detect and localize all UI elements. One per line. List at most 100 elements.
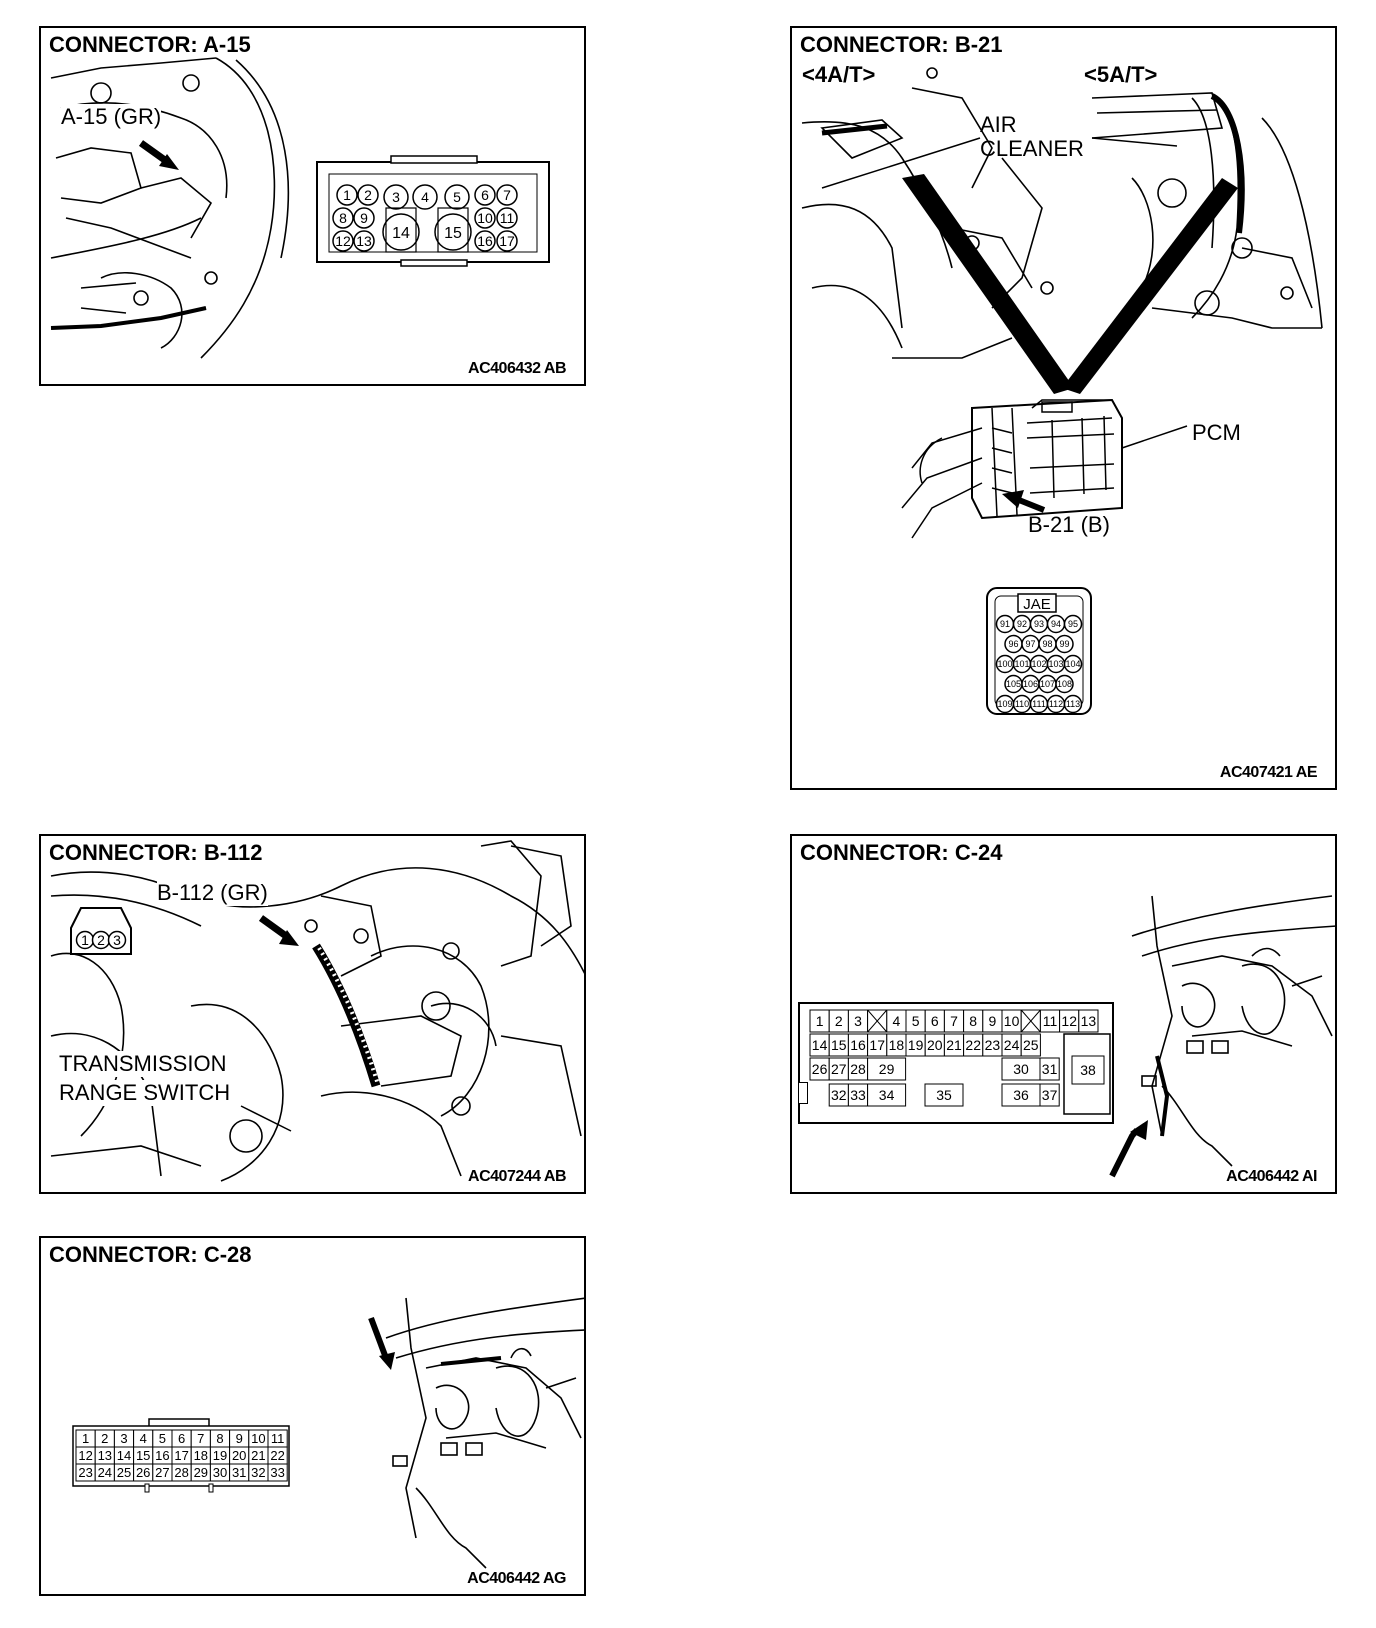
pin-number: 14 bbox=[117, 1448, 131, 1463]
connector-pin: 95 bbox=[1063, 614, 1083, 634]
connector-pin: 92 bbox=[1012, 614, 1032, 634]
connector-pin: 25 bbox=[113, 1463, 135, 1482]
pin-number: 12 bbox=[335, 233, 351, 249]
connector-pin: 13 bbox=[94, 1446, 115, 1465]
connector-pin: 11 bbox=[496, 207, 518, 229]
connector-pin: 12 bbox=[332, 230, 354, 252]
pin-number: 1 bbox=[82, 1431, 89, 1446]
pin-number: 33 bbox=[270, 1465, 284, 1480]
connector-pin: 1 bbox=[75, 930, 95, 950]
pin-number: 25 bbox=[1023, 1037, 1039, 1053]
pin-number: 108 bbox=[1057, 679, 1072, 689]
air-cleaner-label-line1: AIR bbox=[980, 112, 1017, 137]
connector-pin: 105 bbox=[1004, 674, 1023, 694]
connector-pin: 9 bbox=[353, 207, 375, 229]
pin-number: 23 bbox=[78, 1465, 92, 1480]
pin-number: 17 bbox=[499, 233, 515, 249]
connector-pin: 27 bbox=[152, 1463, 173, 1482]
pin-number: 103 bbox=[1048, 659, 1063, 669]
pin-number: 5 bbox=[453, 189, 461, 205]
connector-pin: 10 bbox=[474, 207, 496, 229]
pin-number: 6 bbox=[178, 1431, 185, 1446]
connector-pin: 108 bbox=[1055, 674, 1074, 694]
pin-number: 9 bbox=[236, 1431, 243, 1446]
connector-maker-label: JAE bbox=[1023, 596, 1051, 613]
connector-pin: 31 bbox=[229, 1463, 250, 1482]
connector-pin: 2 bbox=[94, 1429, 115, 1448]
connector-pin: 13 bbox=[1078, 1009, 1099, 1033]
connector-pin: 103 bbox=[1046, 654, 1066, 674]
connector-pin: 18 bbox=[886, 1033, 907, 1057]
connector-pin: 107 bbox=[1038, 674, 1057, 694]
connector-pin: 18 bbox=[190, 1446, 211, 1465]
pin-number: 6 bbox=[481, 187, 489, 203]
connector-pin: 24 bbox=[1001, 1033, 1022, 1057]
connector-pin: 36 bbox=[1001, 1083, 1041, 1107]
pin-number: 1 bbox=[816, 1013, 824, 1029]
connector-pin: 6 bbox=[171, 1429, 192, 1448]
pin-number: 7 bbox=[197, 1431, 204, 1446]
pin-cavity bbox=[385, 207, 417, 253]
connector-pin: 94 bbox=[1046, 614, 1066, 634]
connector-pin: 19 bbox=[905, 1033, 926, 1057]
pin-number: 14 bbox=[812, 1037, 828, 1053]
connector-pin: 28 bbox=[171, 1463, 192, 1482]
pin-number: 29 bbox=[194, 1465, 208, 1480]
dash-harness-illustration bbox=[1109, 895, 1335, 1178]
connector-pin: 111 bbox=[1029, 694, 1049, 714]
pin-number: 21 bbox=[251, 1448, 265, 1463]
connector-pin: 15 bbox=[434, 213, 472, 251]
pin-number: 7 bbox=[950, 1013, 958, 1029]
pin-number: 3 bbox=[392, 189, 400, 205]
pin-number: 27 bbox=[155, 1465, 169, 1480]
pin-number: 24 bbox=[1004, 1037, 1020, 1053]
pin-number: 17 bbox=[174, 1448, 188, 1463]
pin-number: 14 bbox=[392, 225, 410, 242]
connector-pin: 33 bbox=[267, 1463, 288, 1482]
connector-pin: 12 bbox=[75, 1446, 96, 1465]
figure-code: AC406432 AB bbox=[468, 360, 566, 377]
connector-pin: 23 bbox=[75, 1463, 96, 1482]
figure-code: AC406442 AG bbox=[467, 1570, 566, 1587]
connector-pin: 2 bbox=[91, 930, 111, 950]
pin-number: 20 bbox=[232, 1448, 246, 1463]
pin-number: 106 bbox=[1023, 679, 1038, 689]
pin-number: 11 bbox=[271, 1431, 285, 1446]
pin-number: 5 bbox=[912, 1013, 920, 1029]
pin-number: 104 bbox=[1065, 659, 1080, 669]
connector-pin: 6 bbox=[474, 184, 496, 206]
pin-number: 3 bbox=[120, 1431, 127, 1446]
component-label-line2: RANGE SWITCH bbox=[59, 1080, 231, 1106]
connector-pin: 34 bbox=[867, 1083, 907, 1107]
connector-callout: B-112 (GR) bbox=[157, 880, 268, 906]
pin-number: 26 bbox=[136, 1465, 150, 1480]
pin-number: 15 bbox=[444, 225, 462, 242]
connector-pin: 8 bbox=[209, 1429, 231, 1448]
connector-pin: 1 bbox=[809, 1009, 830, 1033]
connector-pin: 8 bbox=[332, 207, 354, 229]
pin-number: 28 bbox=[850, 1061, 866, 1077]
connector-pin: 2 bbox=[828, 1009, 849, 1033]
connector-pin: 20 bbox=[229, 1446, 250, 1465]
connector-pin: 4 bbox=[886, 1009, 907, 1033]
connector-pin: 97 bbox=[1021, 634, 1040, 654]
connector-pin: 110 bbox=[1012, 694, 1032, 714]
pin-number: 94 bbox=[1051, 619, 1061, 629]
pin-number: 18 bbox=[889, 1037, 905, 1053]
connector-pin: 1 bbox=[336, 184, 358, 206]
pin-number: 28 bbox=[174, 1465, 188, 1480]
pin-number: 16 bbox=[477, 233, 493, 249]
connector-pin: 24 bbox=[94, 1463, 115, 1482]
connector-pin: 15 bbox=[828, 1033, 849, 1057]
connector-pin: 112 bbox=[1046, 694, 1066, 714]
connector-pin: 22 bbox=[267, 1446, 288, 1465]
connector-pin: 14 bbox=[382, 213, 420, 251]
connector-key bbox=[144, 1483, 150, 1493]
connector-pin: 35 bbox=[924, 1083, 964, 1107]
connector-pin: 96 bbox=[1004, 634, 1023, 654]
connector-pin: 15 bbox=[133, 1446, 154, 1465]
